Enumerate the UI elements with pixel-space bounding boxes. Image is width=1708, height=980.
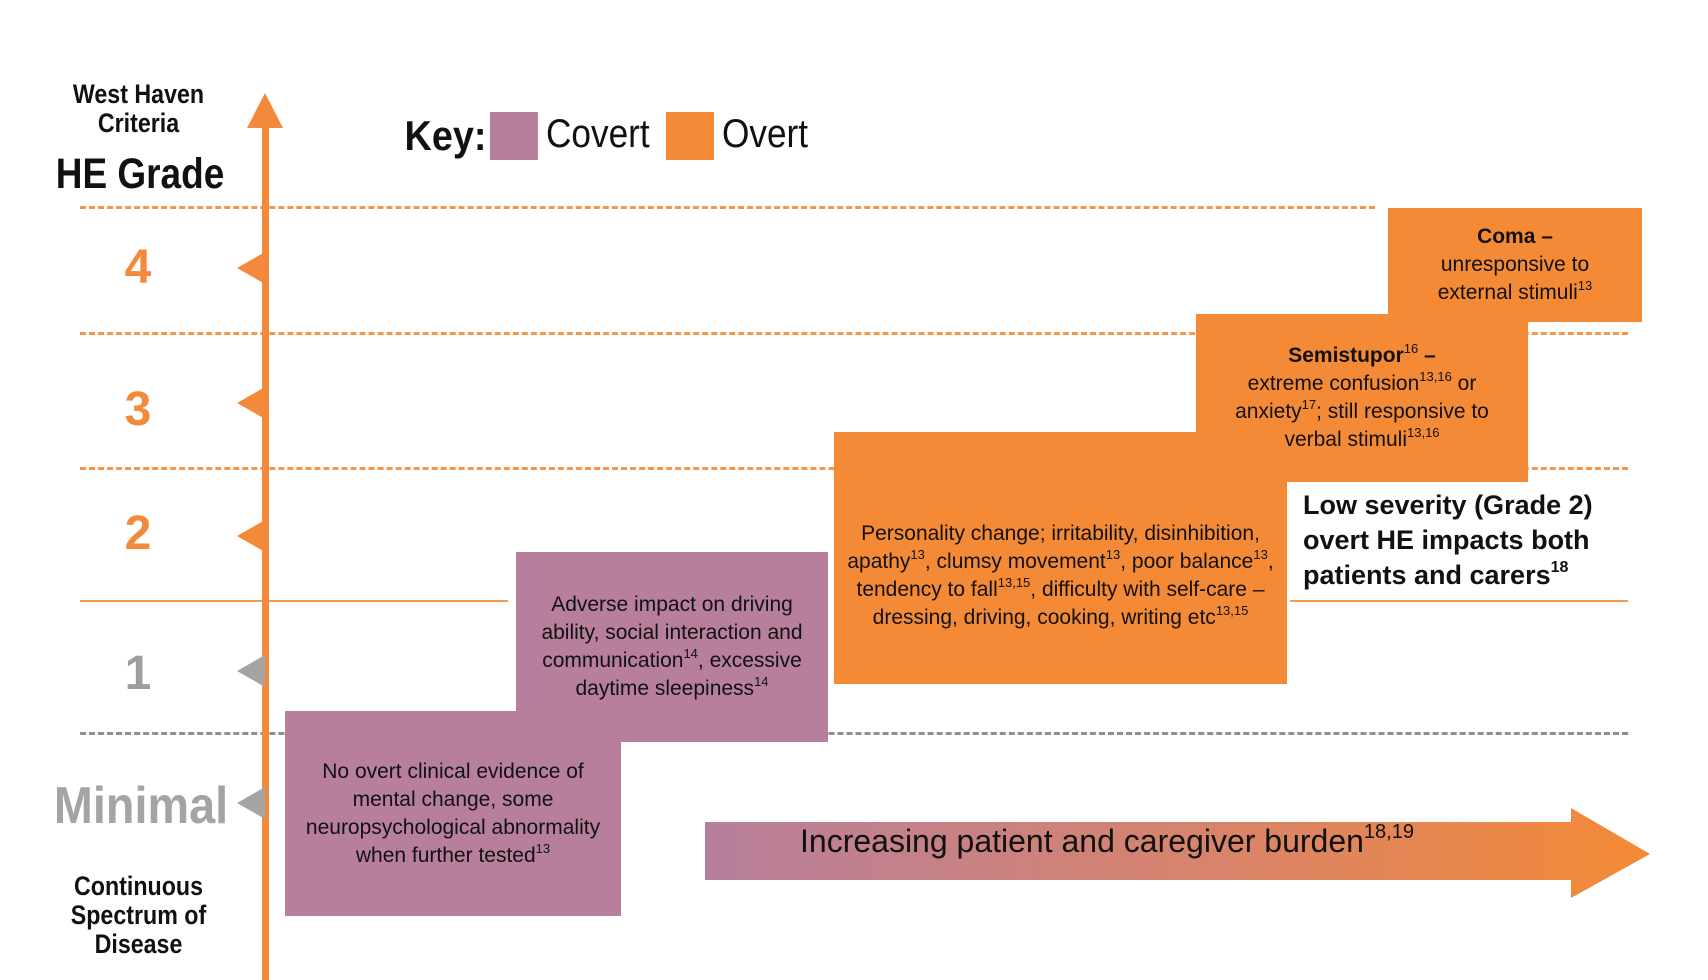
grade-2-text: Personality change; irritability, disinh… — [847, 522, 1274, 629]
grade-4-label: 4 — [124, 241, 152, 294]
burden-arrow-label: Increasing patient and caregiver burden1… — [800, 821, 1414, 859]
grade-4-top-line — [80, 206, 1375, 209]
he-grade-label: HE Grade — [55, 150, 225, 198]
legend-covert-swatch — [490, 112, 538, 160]
low-severity-impact-note: Low severity (Grade 2) overt HE impacts … — [1303, 490, 1593, 590]
key-label: Key: — [404, 112, 487, 159]
grade-1-box: Adverse impact on driving ability, socia… — [516, 552, 828, 742]
grade-3-label: 3 — [124, 383, 152, 436]
tick-grade-3 — [237, 387, 265, 419]
grade-minimal-label: Minimal — [53, 777, 229, 835]
continuous-spectrum-label: Continuous Spectrum of Disease — [70, 871, 207, 959]
legend-covert-label: Covert — [546, 112, 650, 156]
tick-grade-2 — [237, 520, 265, 552]
grade-3-4-line — [80, 332, 1628, 335]
grade-3-box: Semistupor16 – extreme confusion13,16 or… — [1196, 314, 1528, 482]
grade-4-box: Coma – unresponsive to external stimuli1… — [1388, 208, 1642, 322]
tick-grade-4 — [237, 252, 265, 284]
tick-grade-1 — [237, 655, 265, 687]
covert-overt-boundary-line-right — [1290, 600, 1628, 602]
burden-arrow-shape — [705, 808, 1650, 898]
legend-overt-swatch — [666, 112, 714, 160]
axis-line — [262, 120, 269, 980]
covert-overt-boundary-line — [80, 600, 508, 602]
west-haven-criteria-label: West Haven Criteria — [72, 79, 205, 138]
minimal-he-text: No overt clinical evidence of mental cha… — [305, 759, 601, 867]
grade-4-text: Coma – unresponsive to external stimuli1… — [1437, 225, 1593, 304]
grade-1-label: 1 — [124, 647, 152, 700]
grade-axis — [237, 93, 283, 980]
grade-1-text: Adverse impact on driving ability, socia… — [541, 593, 803, 700]
tick-minimal — [237, 787, 265, 819]
legend-overt-label: Overt — [722, 112, 809, 156]
minimal-he-box: No overt clinical evidence of mental cha… — [285, 711, 621, 916]
grade-3-text: Semistupor16 – extreme confusion13,16 or… — [1235, 341, 1489, 451]
grade-1-minimal-line — [80, 732, 1628, 735]
grade-2-label: 2 — [124, 507, 152, 560]
axis-arrowhead — [247, 93, 283, 128]
burden-arrow — [705, 808, 1650, 898]
